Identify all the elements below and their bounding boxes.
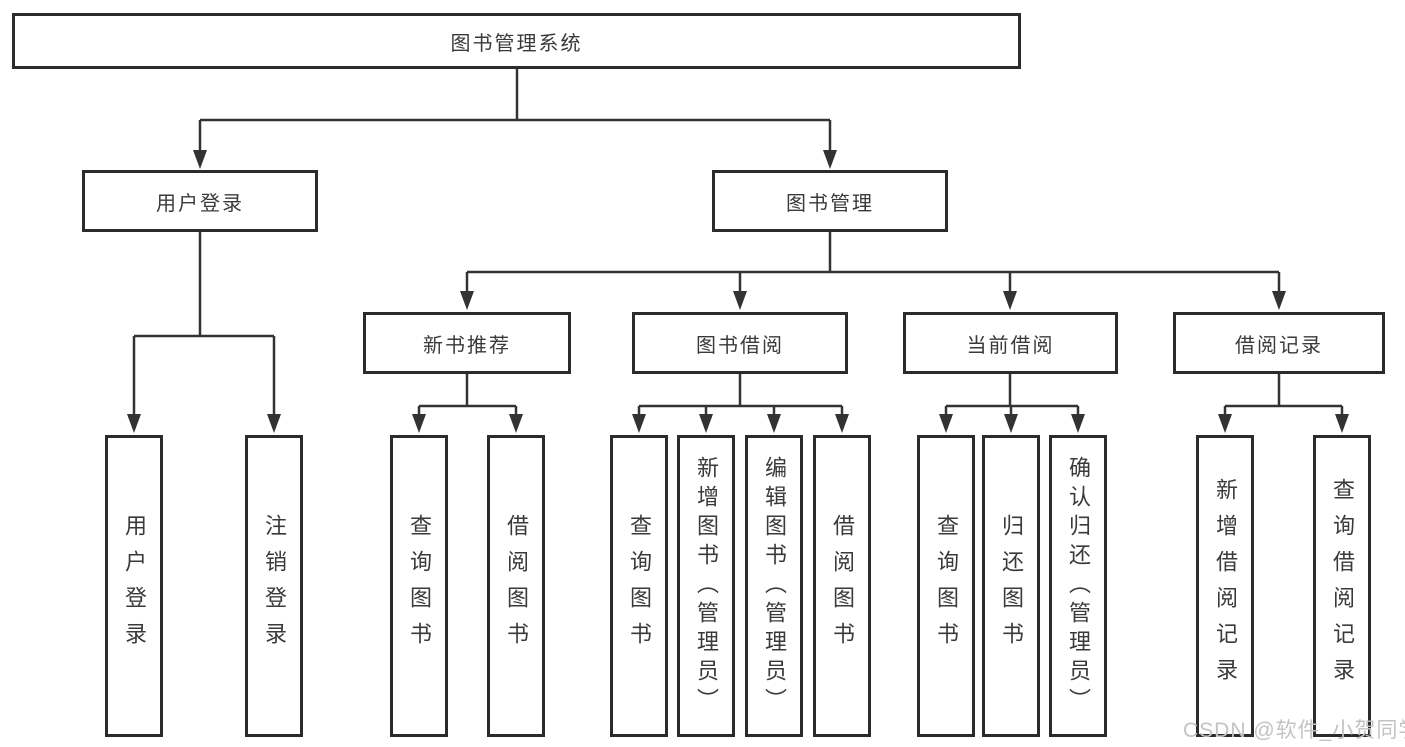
- node-label: 归还图书: [999, 514, 1024, 658]
- node-root-system: 图书管理系统: [12, 13, 1021, 69]
- arrow-down-icon: [733, 291, 747, 310]
- arrow-down-icon: [267, 414, 281, 433]
- leaf-query-books-current: 查询图书: [917, 435, 975, 737]
- arrow-down-icon: [1004, 414, 1018, 433]
- arrow-down-icon: [823, 150, 837, 169]
- leaf-add-borrow-record: 新增借阅记录: [1196, 435, 1254, 737]
- node-label: 查询图书: [627, 514, 652, 658]
- leaf-user-login: 用户登录: [105, 435, 163, 737]
- leaf-return-books: 归还图书: [982, 435, 1040, 737]
- connector-new-book-to-leaves: [417, 374, 518, 416]
- node-label: 图书管理系统: [450, 32, 583, 55]
- leaf-edit-books-admin: 编辑图书（管理员）: [745, 435, 803, 737]
- arrow-down-icon: [1335, 414, 1349, 433]
- arrow-down-icon: [939, 414, 953, 433]
- node-label: 借阅记录: [1235, 334, 1323, 357]
- leaf-query-books-borrow: 查询图书: [610, 435, 668, 737]
- leaf-query-books-recommend: 查询图书: [390, 435, 448, 737]
- leaf-borrow-books: 借阅图书: [813, 435, 871, 737]
- node-label: 新增借阅记录: [1213, 478, 1238, 694]
- node-label: 图书管理: [786, 192, 874, 215]
- arrow-down-icon: [460, 291, 474, 310]
- leaf-confirm-return-admin: 确认归还（管理员）: [1049, 435, 1107, 737]
- arrow-down-icon: [193, 150, 207, 169]
- node-label: 查询借阅记录: [1330, 478, 1355, 694]
- arrow-down-icon: [835, 414, 849, 433]
- arrow-down-icon: [127, 414, 141, 433]
- arrow-down-icon: [1272, 291, 1286, 310]
- connector-borrow-records-to-leaves: [1223, 374, 1344, 416]
- node-label: 注销登录: [262, 514, 287, 658]
- connector-current-borrow-to-leaves: [944, 374, 1080, 416]
- node-label: 借阅图书: [504, 514, 529, 658]
- node-label: 新增图书（管理员）: [694, 455, 719, 717]
- connector-lines: [132, 69, 1344, 416]
- arrow-down-icon: [1218, 414, 1232, 433]
- arrow-down-icon: [412, 414, 426, 433]
- leaf-logout: 注销登录: [245, 435, 303, 737]
- node-book-management: 图书管理: [712, 170, 948, 232]
- leaf-add-books-admin: 新增图书（管理员）: [677, 435, 735, 737]
- node-label: 编辑图书（管理员）: [762, 455, 787, 717]
- arrow-down-icon: [509, 414, 523, 433]
- node-label: 当前借阅: [966, 334, 1055, 357]
- arrow-down-icon: [632, 414, 646, 433]
- arrow-down-icon: [767, 414, 781, 433]
- node-current-borrow: 当前借阅: [903, 312, 1118, 374]
- connector-root-to-level2: [198, 69, 832, 152]
- node-label: 图书借阅: [696, 334, 784, 357]
- node-label: 查询图书: [407, 514, 432, 658]
- arrowheads: [127, 150, 1349, 433]
- arrow-down-icon: [1071, 414, 1085, 433]
- node-borrow-records: 借阅记录: [1173, 312, 1385, 374]
- node-book-borrow: 图书借阅: [632, 312, 848, 374]
- node-label: 借阅图书: [830, 514, 855, 658]
- node-new-book-recommend: 新书推荐: [363, 312, 571, 374]
- leaf-borrow-books-recommend: 借阅图书: [487, 435, 545, 737]
- node-label: 查询图书: [934, 514, 959, 658]
- arrow-down-icon: [699, 414, 713, 433]
- connector-user-login-to-leaves: [132, 232, 276, 416]
- node-user-login: 用户登录: [82, 170, 318, 232]
- node-label: 确认归还（管理员）: [1066, 455, 1091, 717]
- node-label: 用户登录: [156, 192, 244, 215]
- node-label: 用户登录: [122, 514, 147, 658]
- node-label: 新书推荐: [423, 334, 511, 357]
- csdn-watermark: CSDN @软件_小贺同学: [1183, 719, 1405, 742]
- leaf-query-borrow-record: 查询借阅记录: [1313, 435, 1371, 737]
- connector-book-mgmt-to-level3: [465, 232, 1281, 293]
- connector-book-borrow-to-leaves: [637, 374, 844, 416]
- arrow-down-icon: [1003, 291, 1017, 310]
